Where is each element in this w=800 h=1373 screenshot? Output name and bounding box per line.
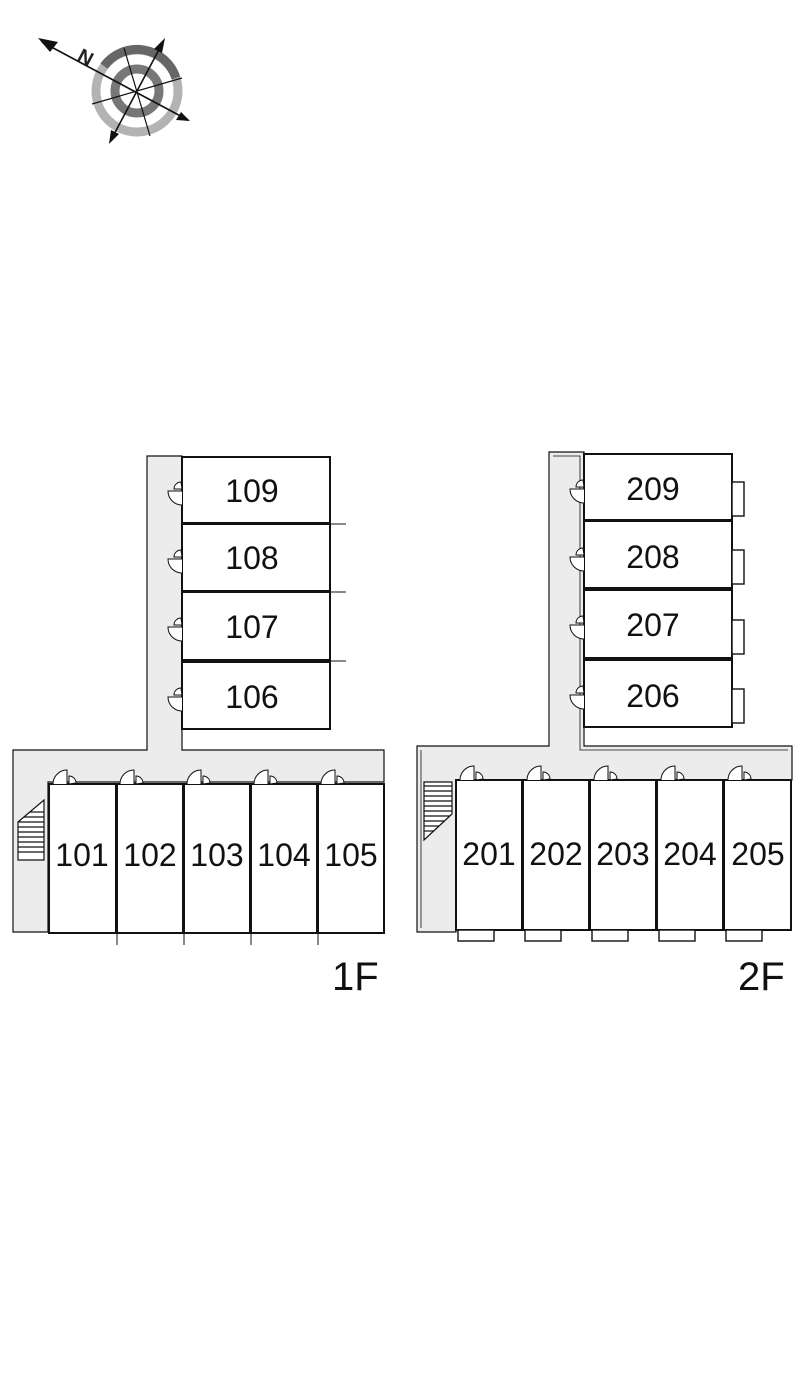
room-number: 202 (529, 836, 582, 872)
compass-east-arrow-icon (154, 38, 165, 53)
compass-north-label: N (74, 45, 97, 71)
room-number: 106 (225, 679, 278, 715)
door-icon (459, 765, 484, 781)
balcony (457, 929, 495, 942)
room-number: 204 (663, 836, 716, 872)
staircase-icon (423, 781, 453, 842)
floor-plan-2f: 209 208 207 206 201 202 203 204 (416, 451, 793, 999)
room-number: 208 (626, 539, 679, 575)
room-208[interactable]: 208 (583, 520, 733, 589)
compass-inner-ring (110, 64, 164, 118)
balconies-2f (457, 481, 763, 942)
staircase-icon (17, 798, 45, 861)
balcony (731, 549, 745, 585)
compass-dark-arc (100, 44, 181, 80)
door-icon (569, 615, 585, 640)
room-number: 201 (462, 836, 515, 872)
room-106[interactable]: 106 (181, 661, 331, 730)
room-205[interactable]: 205 (723, 779, 792, 931)
room-101[interactable]: 101 (48, 783, 117, 934)
balcony (731, 481, 745, 517)
room-number: 104 (257, 837, 310, 873)
door-icon (167, 481, 183, 506)
compass-cross-line (123, 47, 151, 137)
door-icon (167, 687, 183, 712)
compass-west-arrow-icon (109, 130, 119, 144)
room-number: 207 (626, 607, 679, 643)
room-202[interactable]: 202 (522, 779, 590, 931)
room-206[interactable]: 206 (583, 659, 733, 728)
room-number: 109 (225, 473, 278, 509)
room-207[interactable]: 207 (583, 589, 733, 659)
room-102[interactable]: 102 (116, 783, 184, 934)
room-108[interactable]: 108 (181, 523, 331, 592)
door-icon (593, 765, 618, 781)
door-icon (186, 769, 211, 785)
corridor-2f-inner-edge (420, 455, 788, 928)
door-icon (569, 479, 585, 504)
floor-label-2f: 2F (738, 955, 785, 999)
room-number: 203 (596, 836, 649, 872)
balcony (591, 929, 629, 942)
room-number: 209 (626, 471, 679, 507)
balcony (658, 929, 696, 942)
floor-plan-1f: 109 108 107 106 101 102 103 104 (12, 455, 385, 999)
door-icon (526, 765, 551, 781)
room-number: 108 (225, 540, 278, 576)
door-icon (253, 769, 278, 785)
compass-needle-north-south (41, 41, 189, 121)
room-104[interactable]: 104 (250, 783, 318, 934)
door-icon (569, 547, 585, 572)
room-number: 205 (731, 836, 784, 872)
room-number: 206 (626, 678, 679, 714)
door-icon (320, 769, 345, 785)
balcony (731, 619, 745, 655)
balcony (725, 929, 763, 942)
door-swings-1f (52, 481, 346, 945)
door-icon (727, 765, 752, 781)
room-209[interactable]: 209 (583, 453, 733, 521)
room-107[interactable]: 107 (181, 591, 331, 661)
room-201[interactable]: 201 (455, 779, 523, 931)
room-103[interactable]: 103 (183, 783, 251, 934)
door-icon (167, 617, 183, 642)
balcony (731, 688, 745, 724)
room-203[interactable]: 203 (589, 779, 657, 931)
door-icon (569, 685, 585, 710)
floor-label-1f: 1F (332, 955, 379, 999)
door-icon (52, 769, 77, 785)
door-icon (167, 549, 183, 574)
room-105[interactable]: 105 (317, 783, 385, 934)
room-109[interactable]: 109 (181, 456, 331, 524)
door-icon (119, 769, 144, 785)
room-number: 107 (225, 609, 278, 645)
compass-north-arrow-icon (38, 38, 58, 52)
compass-south-arrow-icon (176, 112, 190, 121)
room-number: 105 (324, 837, 377, 873)
room-number: 102 (123, 837, 176, 873)
compass-rose-icon: N (38, 38, 190, 144)
door-icon (660, 765, 685, 781)
room-204[interactable]: 204 (656, 779, 724, 931)
room-number: 103 (190, 837, 243, 873)
room-number: 101 (55, 837, 108, 873)
balcony (524, 929, 562, 942)
door-swings-2f (459, 479, 752, 781)
